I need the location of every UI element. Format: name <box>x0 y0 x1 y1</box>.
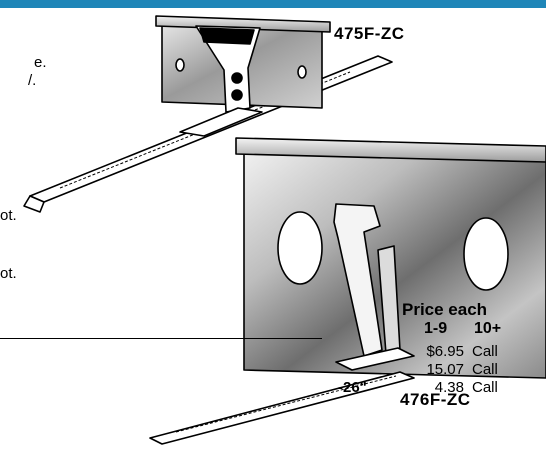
text-fragment-4: ot. <box>0 265 17 282</box>
table-rule <box>0 338 322 339</box>
text-fragment-1: e. <box>34 54 47 71</box>
row-description: -26" <box>338 379 367 396</box>
price-1-9: 4.38 <box>434 379 464 396</box>
price-1-9: $6.95 <box>426 343 464 360</box>
price-10plus: Call <box>472 343 498 360</box>
price-10plus: Call <box>472 379 498 396</box>
divider-476f-zc <box>149 137 546 445</box>
price-heading: Price each <box>402 300 488 319</box>
product-label-476f: 476F-ZC <box>400 390 471 409</box>
col-header-1-9: 1-9 <box>424 320 448 337</box>
price-1-9: 15.07 <box>426 361 464 378</box>
price-10plus: Call <box>472 361 498 378</box>
divider-475f-zc <box>23 15 393 213</box>
product-label-475f: 475F-ZC <box>334 24 405 43</box>
col-header-10plus: 10+ <box>474 320 502 337</box>
text-fragment-2: /. <box>28 72 37 89</box>
header-bar <box>0 0 546 8</box>
text-fragment-3: ot. <box>0 207 17 224</box>
